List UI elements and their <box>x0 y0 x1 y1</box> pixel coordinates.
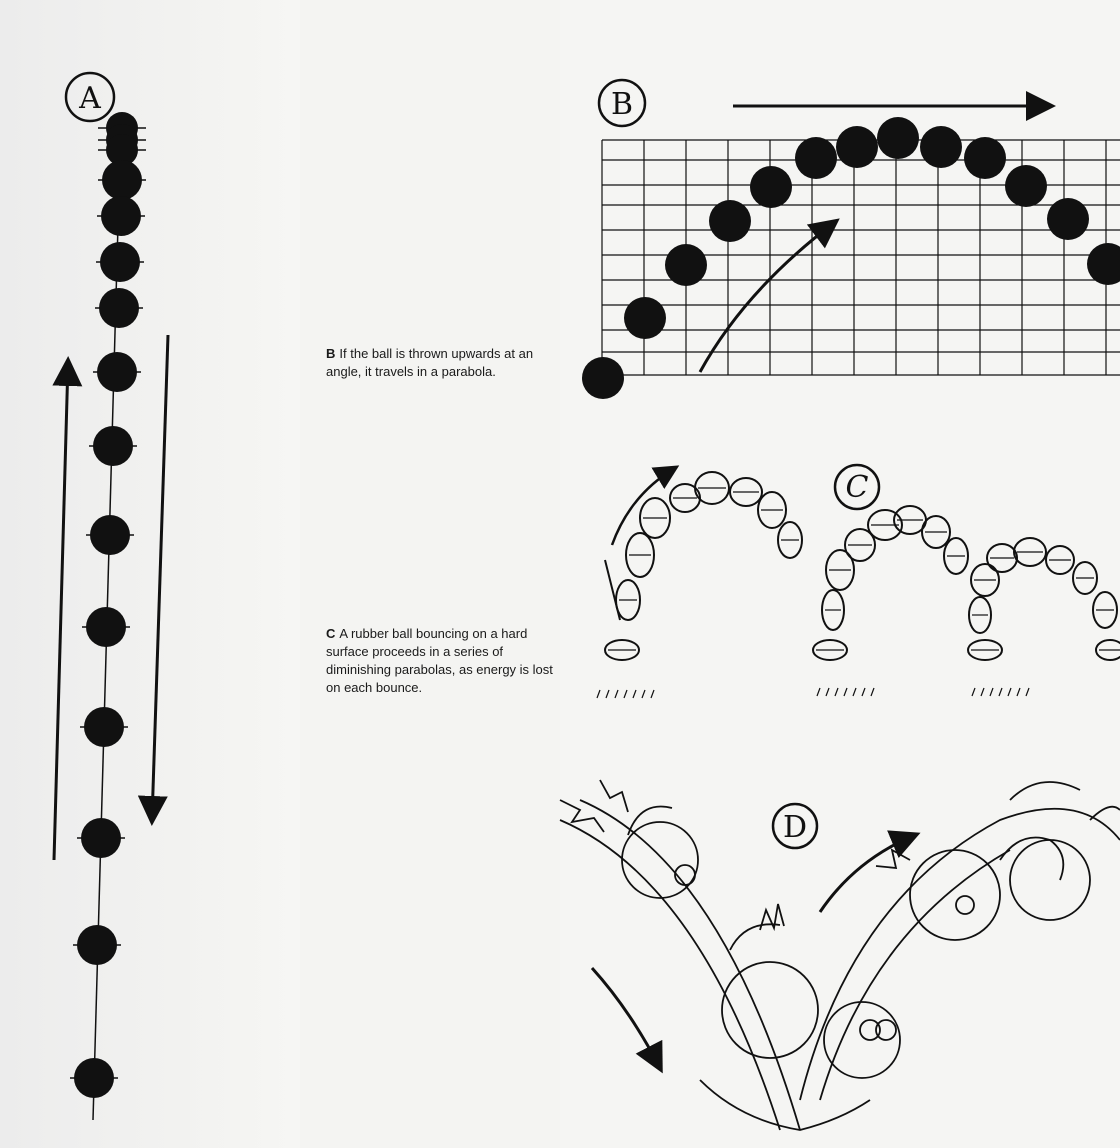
figure-b-ball <box>750 166 792 208</box>
figure-c-ground-tick <box>624 690 627 698</box>
figure-d-up-arrow <box>820 835 915 912</box>
figure-a-ball <box>99 288 139 328</box>
figure-b-ball <box>964 137 1006 179</box>
figure-c-ground-tick <box>615 690 618 698</box>
figure-b-balls <box>582 117 1120 399</box>
figure-c-ground-tick <box>1008 688 1011 696</box>
figure-b-ball <box>709 200 751 242</box>
figure-b-ball <box>624 297 666 339</box>
figure-b-ball <box>1047 198 1089 240</box>
figure-b-label: B <box>611 87 633 122</box>
figure-c-ground-tick <box>990 688 993 696</box>
figure-a-ball <box>90 515 130 555</box>
figure-b-ball <box>582 357 624 399</box>
figure-b-trajectory-arrow <box>700 222 835 372</box>
figure-c-ground-tick <box>826 688 829 696</box>
figure-a: A <box>54 73 168 1120</box>
figure-c-ground-tick <box>1017 688 1020 696</box>
caption-c-lead: C <box>326 626 335 641</box>
figure-c-ground-marks <box>597 688 1029 698</box>
figure-c-ground-tick <box>844 688 847 696</box>
figure-c-ground-tick <box>817 688 820 696</box>
figure-c-ground-tick <box>1026 688 1029 696</box>
figure-c-ground-tick <box>651 690 654 698</box>
figure-b-ball <box>795 137 837 179</box>
figure-c-ground-tick <box>999 688 1002 696</box>
figure-a-ball <box>86 607 126 647</box>
figure-b-ball <box>665 244 707 286</box>
figure-d-character-sketch <box>560 780 1120 1130</box>
figure-d-down-arrow <box>592 968 660 1068</box>
figure-a-label: A <box>78 81 101 116</box>
figure-c-ground-tick <box>633 690 636 698</box>
figure-c-ground-tick <box>972 688 975 696</box>
caption-b-text: If the ball is thrown upwards at an angl… <box>326 346 533 379</box>
figure-d: D <box>560 780 1120 1130</box>
figure-c-ground-tick <box>606 690 609 698</box>
figure-c: C <box>597 465 1120 698</box>
figure-b-ball <box>1087 243 1120 285</box>
figure-c-ground-tick <box>871 688 874 696</box>
figure-b: B <box>582 80 1120 399</box>
figure-a-down-arrow <box>152 335 168 820</box>
figure-c-ground-tick <box>835 688 838 696</box>
figure-d-label: D <box>783 810 807 845</box>
caption-c-text: A rubber ball bouncing on a hard surface… <box>326 626 553 695</box>
figure-c-ground-tick <box>597 690 600 698</box>
figure-a-ball <box>93 426 133 466</box>
figure-a-ball <box>97 352 137 392</box>
figure-a-ball <box>102 160 142 200</box>
figure-a-up-arrow <box>54 362 68 860</box>
figure-a-ball <box>77 925 117 965</box>
figure-a-ball <box>101 196 141 236</box>
figure-b-ball <box>1005 165 1047 207</box>
figure-c-ground-tick <box>642 690 645 698</box>
figure-b-ball <box>920 126 962 168</box>
caption-b-lead: B <box>326 346 335 361</box>
figure-a-ball <box>81 818 121 858</box>
figure-c-ground-tick <box>862 688 865 696</box>
figure-a-ball <box>74 1058 114 1098</box>
figure-b-ball <box>836 126 878 168</box>
figure-b-ball <box>877 117 919 159</box>
figure-c-ground-tick <box>981 688 984 696</box>
figure-c-ground-tick <box>853 688 856 696</box>
figure-c-label: C <box>846 470 869 505</box>
figure-a-ball <box>84 707 124 747</box>
figure-a-ball <box>100 242 140 282</box>
